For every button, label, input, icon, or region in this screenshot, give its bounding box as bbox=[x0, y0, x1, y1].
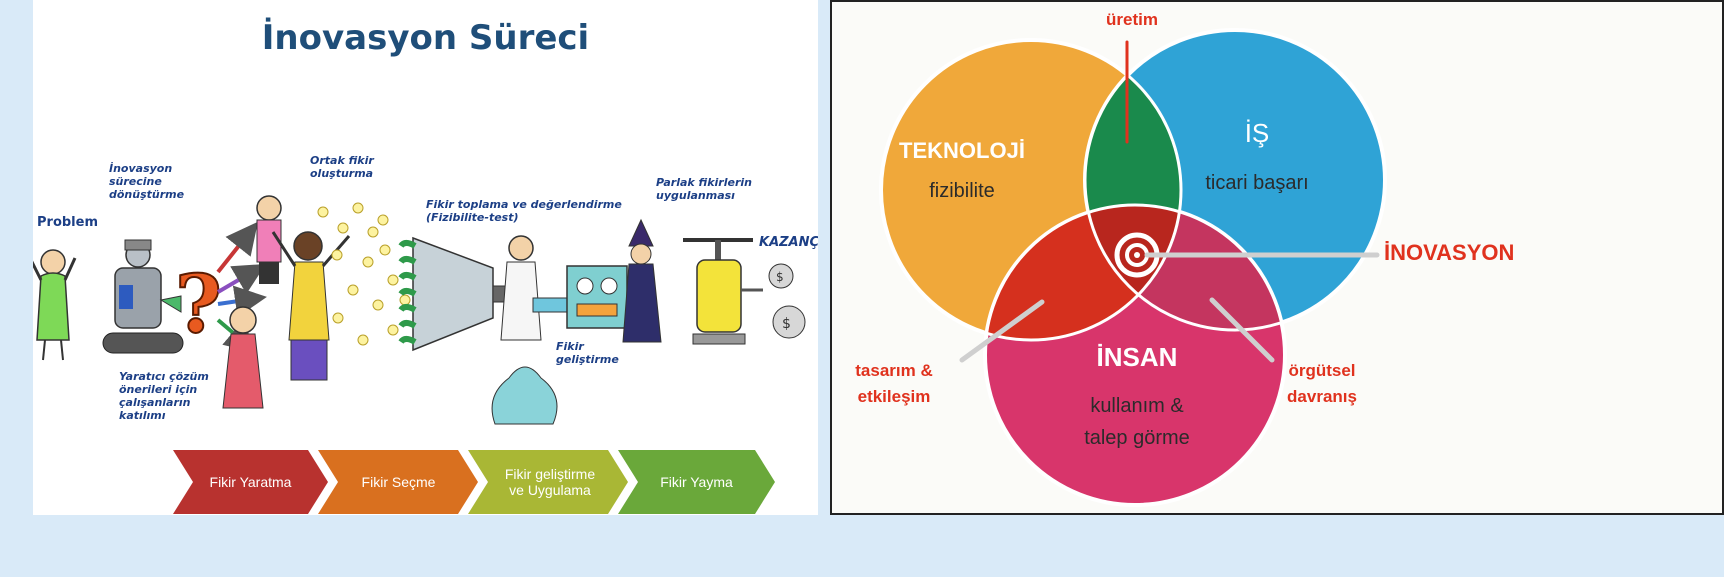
stage-chevron-4 bbox=[618, 450, 775, 514]
stage-label-2: Fikir Seçme bbox=[361, 474, 436, 490]
label-innovation: İNOVASYON bbox=[1384, 240, 1515, 265]
label-production: üretim bbox=[1106, 10, 1158, 29]
arrow-purple bbox=[216, 263, 266, 294]
stage-label-4: Fikir Yayma bbox=[660, 474, 733, 490]
label-design-interaction: tasarım & etkileşim bbox=[855, 361, 933, 406]
idea-lightbulbs bbox=[317, 202, 411, 346]
svg-text:?: ? bbox=[175, 257, 222, 351]
innovation-process-panel: İnovasyon Süreci ? bbox=[33, 0, 818, 515]
label-commercial-success: ticari başarı bbox=[1205, 172, 1309, 194]
question-mark-figure: ? bbox=[174, 256, 223, 352]
money-machine-figure bbox=[683, 238, 763, 345]
scientist-figure bbox=[500, 235, 570, 341]
venn-overlap-tech-human bbox=[985, 205, 1181, 340]
innovation-venn-panel: üretim TEKNOLOJİ fizibilite İŞ ticari ba… bbox=[830, 0, 1724, 515]
annotation-apply: Parlak fikirlerin uygulanması bbox=[656, 176, 752, 202]
stage-label-3: Fikir geliştirme ve Uygulama bbox=[504, 466, 596, 498]
label-technology: TEKNOLOJİ bbox=[899, 138, 1025, 163]
idea-bag-figure bbox=[491, 366, 558, 425]
label-feasibility: fizibilite bbox=[929, 180, 995, 202]
process-illustration: ? bbox=[33, 195, 806, 514]
arrow-red bbox=[216, 221, 258, 274]
stage-chevron-1 bbox=[173, 450, 328, 514]
stage-label-1: Fikir Yaratma bbox=[209, 474, 292, 490]
transformation-machine-figure bbox=[102, 239, 184, 354]
money-bags-figure: $ $ bbox=[768, 263, 806, 339]
arrow-blue bbox=[217, 285, 267, 318]
wizard-figure bbox=[622, 218, 662, 343]
label-usage-demand: kullanım & talep görme bbox=[1084, 395, 1190, 449]
svg-text:$: $ bbox=[776, 270, 784, 284]
annotation-develop: Fikir geliştirme bbox=[556, 340, 619, 366]
people-figures bbox=[222, 195, 351, 409]
venn-overlap-business-human bbox=[1085, 205, 1285, 330]
stage-chevron-3 bbox=[468, 450, 628, 514]
annotation-transform: İnovasyon sürecine dönüştürme bbox=[109, 162, 185, 201]
leader-line-organization bbox=[1209, 297, 1275, 363]
venn-diagram bbox=[879, 28, 1387, 507]
annotation-problem: Problem bbox=[37, 215, 98, 230]
label-human: İNSAN bbox=[1096, 342, 1178, 372]
annotation-common-idea: Ortak fikir oluşturma bbox=[310, 154, 374, 180]
annotation-collect: Fikir toplama ve değerlendirme (Fizibili… bbox=[426, 198, 622, 224]
stage-chevron-2 bbox=[318, 450, 478, 514]
panel-title: İnovasyon Süreci bbox=[261, 18, 590, 58]
idea-funnel-machine bbox=[398, 236, 530, 352]
annotation-participation: Yaratıcı çözüm önerileri için çalışanlar… bbox=[119, 370, 209, 422]
leader-line-design bbox=[959, 299, 1045, 363]
stage-chevrons bbox=[173, 450, 775, 514]
annotation-gain: KAZANÇ bbox=[759, 235, 818, 250]
svg-text:$: $ bbox=[782, 316, 791, 332]
label-organizational-behavior: örgütsel davranış bbox=[1287, 361, 1357, 406]
problem-person-figure bbox=[33, 249, 77, 361]
label-business: İŞ bbox=[1244, 118, 1270, 148]
